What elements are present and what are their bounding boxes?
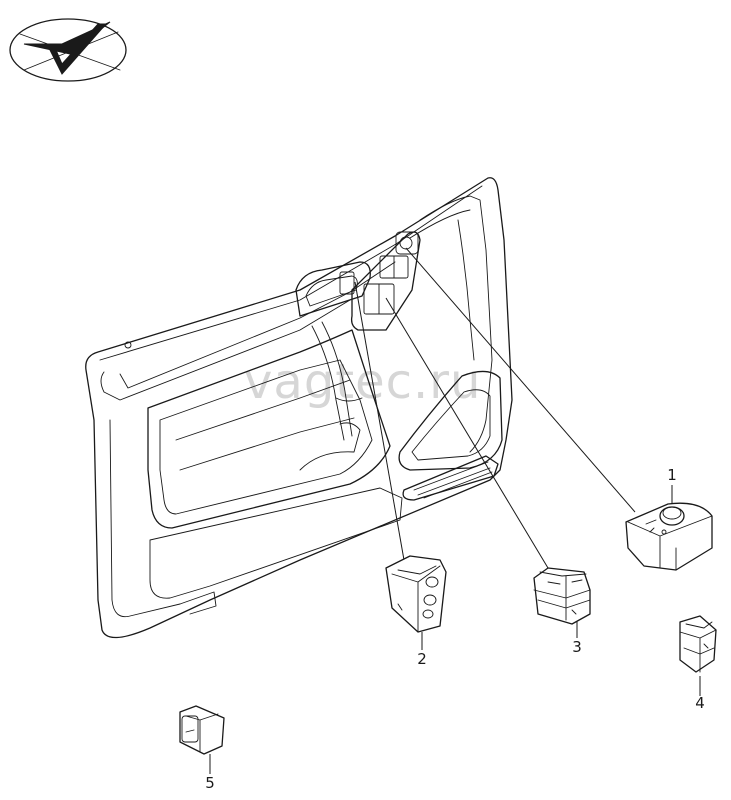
- callout-2: 2: [417, 650, 427, 668]
- leader-lines: [209, 247, 701, 774]
- callout-3: 3: [572, 638, 582, 656]
- door-switch-console: [339, 231, 421, 331]
- part-mirror-switch[interactable]: [625, 502, 713, 571]
- callout-4: 4: [695, 694, 705, 712]
- part-central-lock-switch[interactable]: [385, 555, 447, 633]
- callout-5: 5: [205, 774, 215, 792]
- callout-1: 1: [667, 466, 677, 484]
- part-window-switch-double[interactable]: [533, 567, 591, 625]
- logo-emblem: [9, 18, 127, 82]
- part-window-switch-single[interactable]: [679, 615, 717, 673]
- part-small-switch[interactable]: [179, 705, 225, 755]
- door-trim-panel: [85, 177, 513, 639]
